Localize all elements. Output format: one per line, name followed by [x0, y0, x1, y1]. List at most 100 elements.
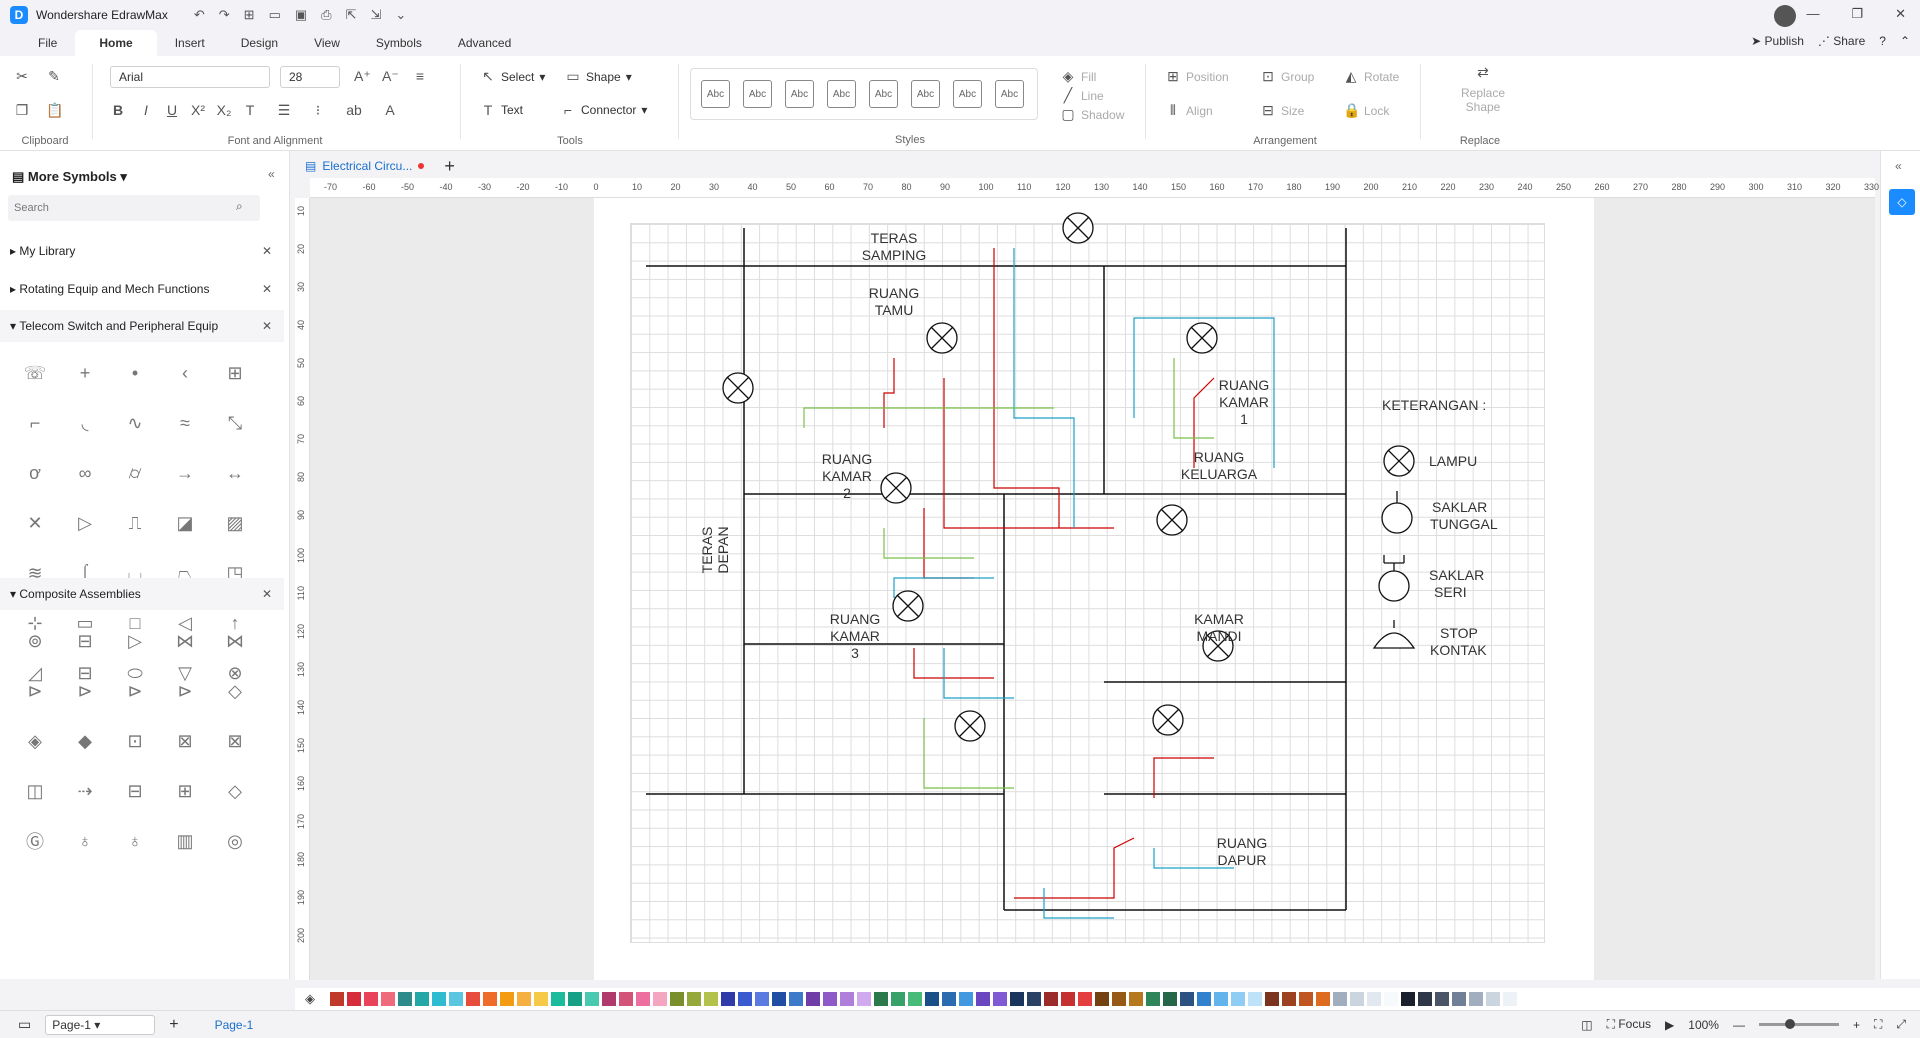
color-swatch[interactable]: [1333, 992, 1347, 1006]
bullets-icon[interactable]: ⁝: [315, 102, 321, 118]
style-swatch[interactable]: Abc: [743, 80, 772, 108]
color-swatch[interactable]: [1282, 992, 1296, 1006]
publish-button[interactable]: ➤ Publish: [1751, 34, 1804, 48]
help-icon[interactable]: ?: [1879, 34, 1886, 48]
legend-lampu[interactable]: LAMPU: [1429, 453, 1477, 469]
connector-button[interactable]: ⌐Connector ▾: [560, 102, 648, 118]
symbol-box-m-icon[interactable]: ▥: [176, 830, 194, 851]
room-label-kamar2-2[interactable]: KAMAR: [822, 468, 872, 484]
color-swatch[interactable]: [1146, 992, 1160, 1006]
symbol-wave2-icon[interactable]: ≈: [180, 412, 190, 433]
color-swatch[interactable]: [398, 992, 412, 1006]
open-icon[interactable]: ▭: [268, 7, 281, 22]
symbol-oval-icon[interactable]: ⬭: [127, 662, 143, 683]
color-swatch[interactable]: [1418, 992, 1432, 1006]
search-input[interactable]: Search: [8, 195, 260, 221]
line-spacing-icon[interactable]: ☰: [277, 102, 291, 118]
legend-saklar-tunggal[interactable]: SAKLAR: [1432, 499, 1487, 515]
highlight-icon[interactable]: ab: [346, 102, 362, 118]
symbol-curve-icon[interactable]: ơ: [29, 462, 41, 483]
minimize-icon[interactable]: —: [1806, 6, 1820, 21]
layers-icon[interactable]: ◫: [1581, 1017, 1593, 1032]
tab-symbols[interactable]: Symbols: [375, 36, 422, 50]
format-painter-icon[interactable]: ✎: [48, 68, 60, 84]
color-swatch[interactable]: [534, 992, 548, 1006]
symbol-box-icon[interactable]: □: [129, 612, 141, 633]
symbol-diamond-icon[interactable]: ◇: [228, 680, 242, 701]
color-swatch[interactable]: [636, 992, 650, 1006]
align-icon[interactable]: ≡: [415, 68, 425, 84]
maximize-icon[interactable]: ❐: [1851, 6, 1864, 21]
select-button[interactable]: ↖Select ▾: [480, 68, 545, 85]
room-label-kamar3-3[interactable]: 3: [851, 645, 859, 661]
drawing-canvas[interactable]: TERAS SAMPING RUANG TAMU RUANG KAMAR 1 R…: [310, 198, 1875, 980]
color-swatch[interactable]: [806, 992, 820, 1006]
color-swatch[interactable]: [942, 992, 956, 1006]
symbol-valve3-icon[interactable]: ⊳: [77, 680, 93, 701]
room-label-teras-depan-2[interactable]: DEPAN: [715, 526, 731, 573]
room-label-keluarga-2[interactable]: KELUARGA: [1181, 466, 1258, 482]
color-swatch[interactable]: [772, 992, 786, 1006]
fit-page-icon[interactable]: ⛶: [1873, 1017, 1883, 1031]
symbol-cross-icon[interactable]: ⊹: [27, 612, 43, 633]
symbol-box-arrow-icon[interactable]: ⊡: [127, 730, 143, 751]
room-label-kamar2[interactable]: RUANG: [822, 451, 873, 467]
symbol-box-x2-icon[interactable]: ⊠: [227, 730, 243, 751]
color-swatch[interactable]: [568, 992, 582, 1006]
font-size-select[interactable]: 28: [280, 66, 340, 88]
symbol-square-slash-icon[interactable]: ◪: [176, 512, 194, 533]
color-swatch[interactable]: [1384, 992, 1398, 1006]
color-swatch[interactable]: [1214, 992, 1228, 1006]
font-family-select[interactable]: Arial: [110, 66, 270, 88]
color-swatch[interactable]: [449, 992, 463, 1006]
color-swatch[interactable]: [840, 992, 854, 1006]
legend-title[interactable]: KETERANGAN :: [1382, 397, 1486, 413]
style-swatch[interactable]: Abc: [869, 80, 898, 108]
symbol-valve-icon[interactable]: ⋈: [176, 630, 194, 651]
color-swatch[interactable]: [687, 992, 701, 1006]
symbol-x-icon[interactable]: ✕: [27, 512, 43, 533]
style-swatch[interactable]: Abc: [701, 80, 730, 108]
new-icon[interactable]: ⊞: [243, 7, 255, 22]
more-symbols-button[interactable]: ▤ More Symbols ▾: [12, 169, 127, 184]
close-icon[interactable]: ✕: [261, 587, 272, 601]
save-icon[interactable]: ▣: [294, 7, 308, 22]
avatar[interactable]: [1774, 5, 1796, 27]
export-icon[interactable]: ⇱: [345, 7, 357, 22]
expand-panel-icon[interactable]: «: [1895, 159, 1902, 173]
decrease-font-icon[interactable]: A⁻: [382, 68, 399, 84]
color-swatch[interactable]: [330, 992, 344, 1006]
symbol-double-arrow-icon[interactable]: ↔: [226, 462, 244, 483]
tab-file[interactable]: File: [38, 36, 58, 50]
lock-button[interactable]: 🔒Lock: [1343, 102, 1389, 119]
symbol-triangle-icon[interactable]: ▷: [78, 512, 92, 533]
share-button[interactable]: ⋰ Share: [1818, 34, 1865, 48]
color-swatch[interactable]: [908, 992, 922, 1006]
font-color-icon[interactable]: A: [385, 102, 395, 118]
text-style-icon[interactable]: T: [245, 102, 255, 118]
fill-button[interactable]: ◈Fill: [1060, 68, 1097, 85]
color-swatch[interactable]: [1299, 992, 1313, 1006]
symbol-box-lines-icon[interactable]: ⊟: [77, 630, 93, 651]
color-swatch[interactable]: [1350, 992, 1364, 1006]
document-tab[interactable]: ▤Electrical Circu...: [295, 159, 434, 173]
room-label-kamar2-3[interactable]: 2: [843, 485, 851, 501]
color-swatch[interactable]: [517, 992, 531, 1006]
color-swatch[interactable]: [1452, 992, 1466, 1006]
symbol-box-line-icon[interactable]: ⊟: [127, 780, 143, 801]
symbol-bulb2-icon[interactable]: ♁: [128, 830, 142, 851]
style-swatch[interactable]: Abc: [827, 80, 856, 108]
symbol-glasses-icon[interactable]: ∞: [78, 462, 92, 483]
more-icon[interactable]: ⌄: [395, 7, 407, 22]
lib-my-library[interactable]: ▸ My Library✕: [0, 235, 284, 267]
color-swatch[interactable]: [1435, 992, 1449, 1006]
zoom-slider-handle[interactable]: [1784, 1019, 1795, 1029]
subscript-icon[interactable]: X₂: [216, 102, 232, 118]
size-button[interactable]: ⊟Size: [1260, 102, 1304, 119]
color-swatch[interactable]: [1010, 992, 1024, 1006]
color-swatch[interactable]: [959, 992, 973, 1006]
symbol-corner-icon[interactable]: ◳: [226, 562, 244, 583]
share-file-icon[interactable]: ⇲: [370, 7, 382, 22]
rotate-button[interactable]: ◭Rotate: [1343, 68, 1400, 85]
room-label-ruang-tamu[interactable]: RUANG: [869, 285, 920, 301]
